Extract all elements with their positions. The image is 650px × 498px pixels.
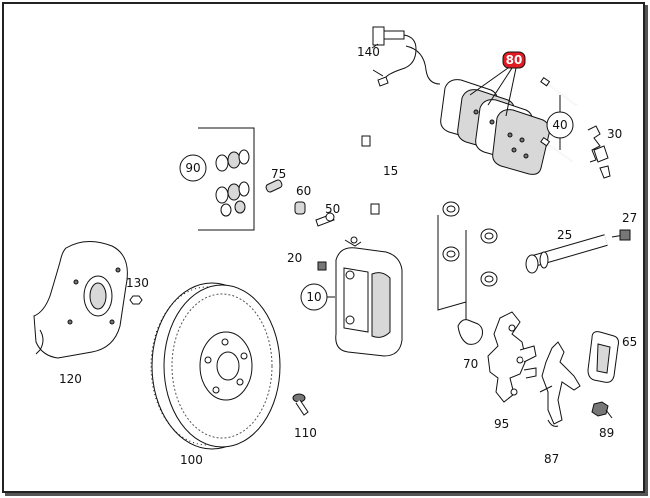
part-140-wear-sensor[interactable] [372,26,441,87]
part-25-guide-bolt[interactable] [525,234,608,274]
label-100: 100 [180,453,203,467]
part-130-bolt[interactable] [129,295,143,305]
part-90-seal-kit[interactable] [215,149,250,217]
label-95: 95 [494,417,509,431]
part-15-brake-hose[interactable] [361,135,380,215]
label-90-circle [179,154,207,182]
label-89: 89 [599,426,614,440]
label-80-highlight[interactable] [502,51,526,69]
label-120: 120 [59,372,82,386]
part-60-bleeder-valve[interactable] [294,201,306,215]
group-70-bracket [437,215,467,311]
part-10-brake-caliper[interactable] [335,236,403,357]
label-60: 60 [296,184,311,198]
label-130: 130 [126,276,149,290]
label-10: 10 [306,290,321,304]
label-80: 80 [506,53,523,67]
part-20-caliper-bolt[interactable] [311,258,327,271]
part-110-disc-screw[interactable] [292,393,309,416]
label-40: 40 [552,118,567,132]
part-100-brake-disc[interactable] [150,282,281,450]
part-70-hardware-kit[interactable] [442,201,498,345]
label-27: 27 [622,211,637,225]
part-89-hex-bolt[interactable] [591,401,613,419]
part-65-brake-pad[interactable] [587,331,619,383]
part-95-anchor-bracket[interactable] [487,311,537,403]
label-20: 20 [287,251,302,265]
part-40-guide-pins[interactable] [540,76,577,162]
group-90-bracket [198,127,255,231]
label-87: 87 [544,452,559,466]
label-90: 90 [185,161,200,175]
label-140: 140 [357,45,380,59]
label-65: 65 [622,335,637,349]
part-120-splash-shield[interactable] [33,241,128,359]
label-110: 110 [294,426,317,440]
label-70: 70 [463,357,478,371]
label-25: 25 [557,228,572,242]
part-50-banjo-bolt[interactable] [315,212,335,227]
part-87-spreader-spring[interactable] [539,341,581,427]
label-30: 30 [607,127,622,141]
label-50: 50 [325,202,340,216]
label-75: 75 [271,167,286,181]
label-15: 15 [383,164,398,178]
part-27-bolt[interactable] [611,229,631,241]
part-75-bleeder-cap[interactable] [265,179,283,193]
part-30-spring-clips[interactable] [587,125,611,179]
